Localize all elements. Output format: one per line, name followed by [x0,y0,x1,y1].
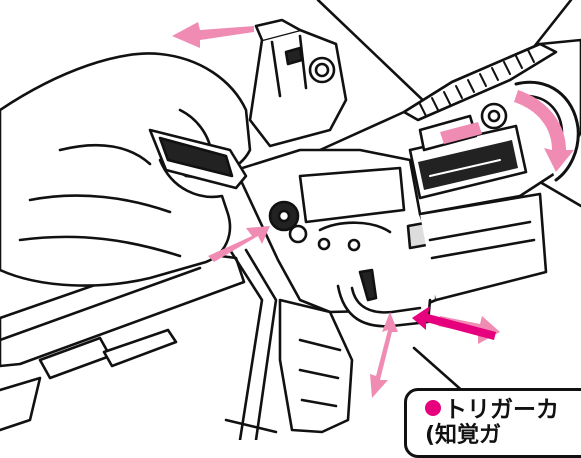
callout-bullet [425,400,441,416]
callout-line2: (知覚ガ [425,423,581,449]
hand [0,53,250,285]
disassembly-illustration [0,0,581,440]
rear-sight [250,20,346,146]
callout-line1: トリガーカ [444,397,559,423]
callout-label: トリガーカ (知覚ガ [404,388,581,458]
